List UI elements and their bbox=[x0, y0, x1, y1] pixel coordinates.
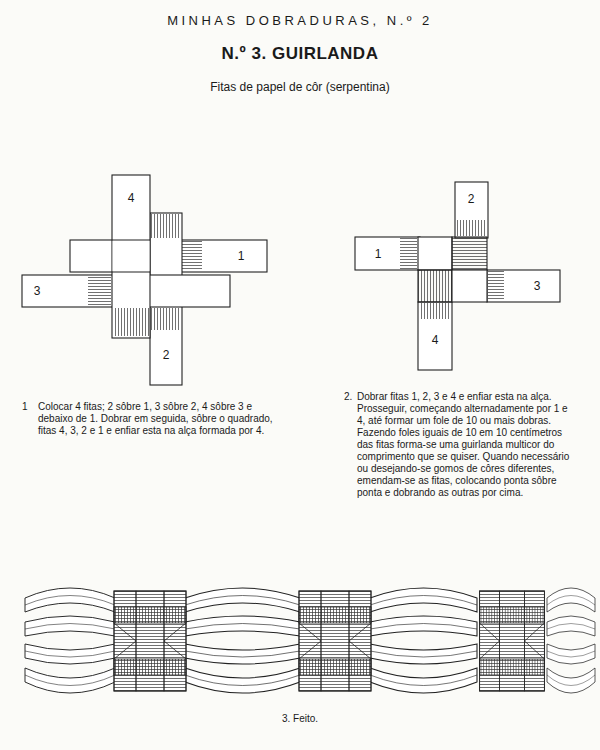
page-title: N.º 3. GUIRLANDA bbox=[0, 44, 600, 64]
strip-number: 2 bbox=[156, 346, 176, 364]
step-text: Dobrar fitas 1, 2, 3 e 4 e enfiar esta n… bbox=[357, 391, 575, 499]
strip-number: 1 bbox=[368, 245, 388, 263]
strip-number: 1 bbox=[231, 247, 251, 265]
strip-number: 3 bbox=[527, 277, 547, 295]
subtitle: Fitas de papel de côr (serpentina) bbox=[0, 80, 600, 94]
strip-number: 4 bbox=[425, 331, 445, 349]
step-number: 2. bbox=[344, 391, 352, 403]
step-text: Colocar 4 fitas; 2 sôbre 1, 3 sôbre 2, 4… bbox=[38, 401, 278, 437]
figure-caption: 3. Feito. bbox=[0, 713, 600, 724]
series-header: MINHAS DOBRADURAS, N.º 2 bbox=[0, 13, 600, 28]
strip-number: 2 bbox=[461, 190, 481, 208]
step-number: 1 bbox=[22, 401, 28, 413]
strip-number: 4 bbox=[121, 189, 141, 207]
strip-number: 3 bbox=[27, 282, 47, 300]
